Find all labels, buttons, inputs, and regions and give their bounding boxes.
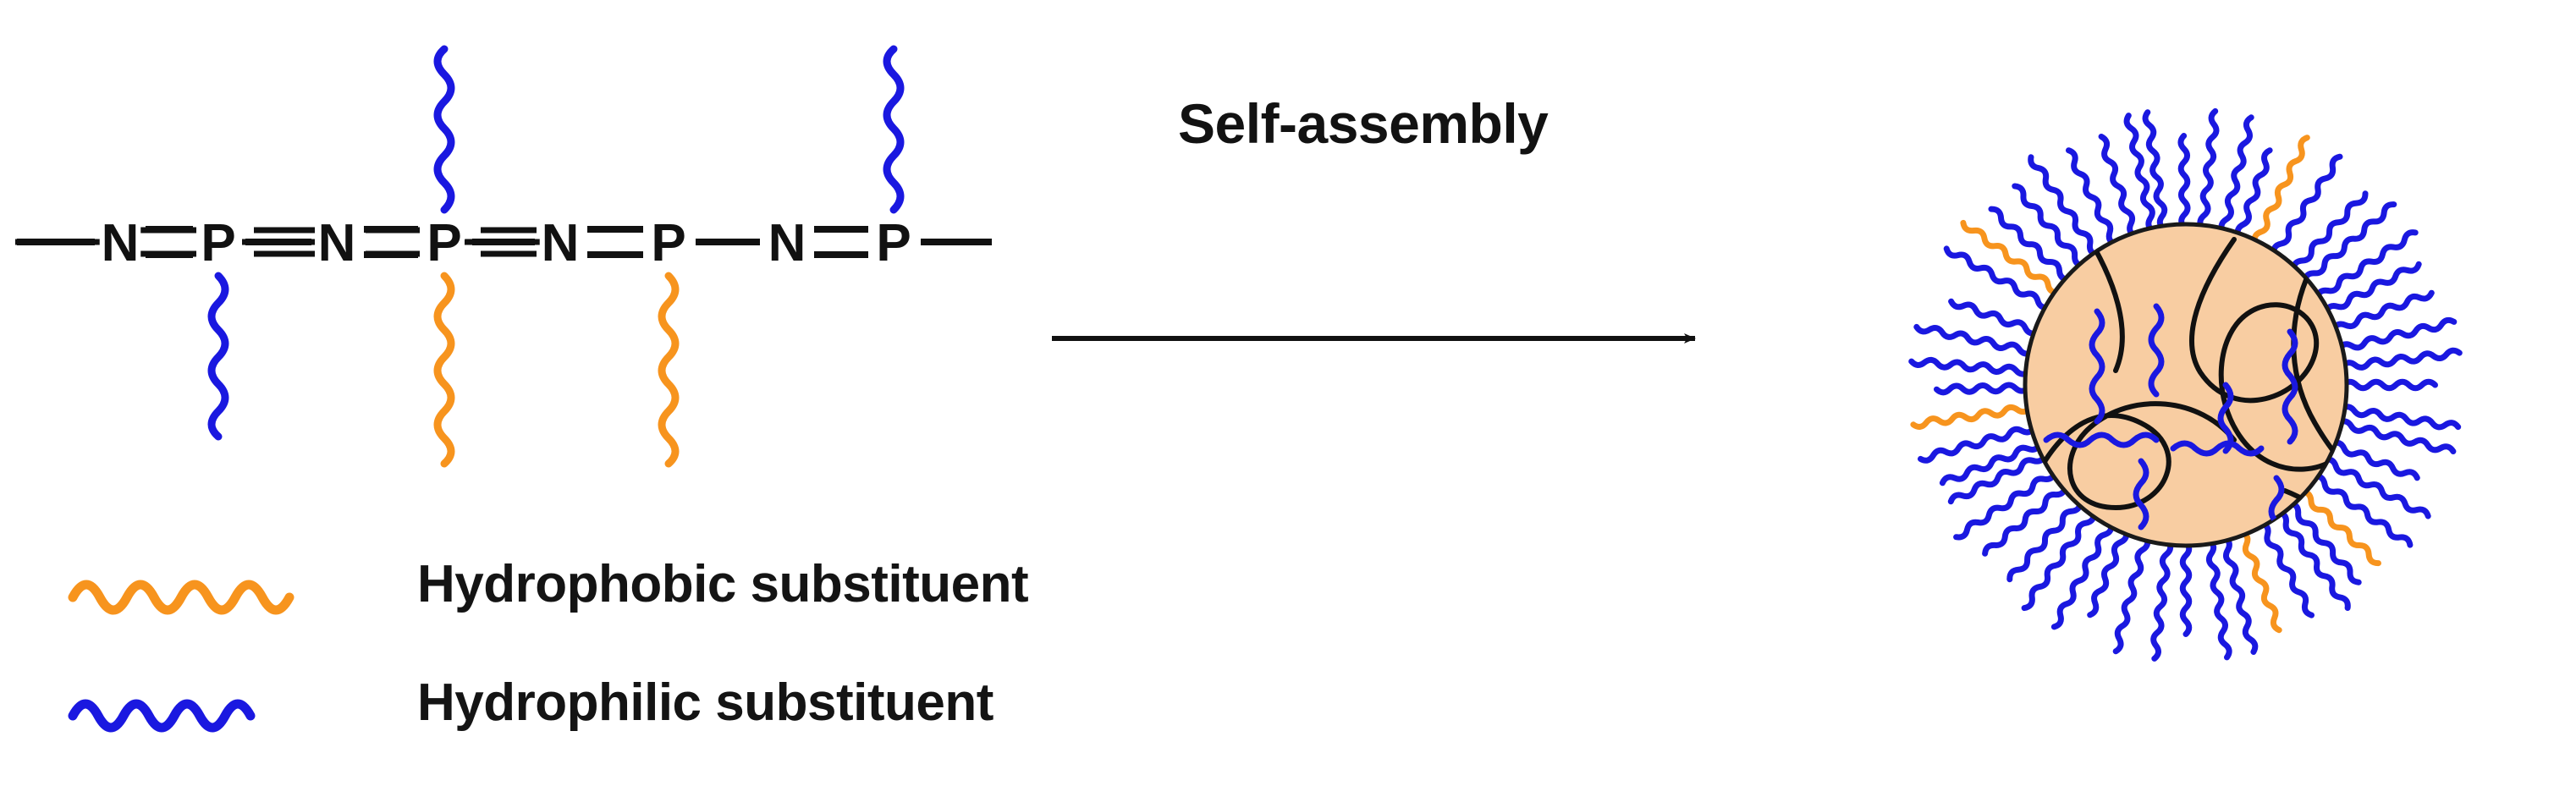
atom-halo: N: [768, 214, 806, 272]
corona-hydrophilic-squiggle: [2012, 183, 2087, 269]
corona-hydrophilic-squiggle: [2050, 519, 2115, 630]
self-assembly-label: Self-assembly: [1178, 92, 1549, 155]
corona-hydrophilic-squiggle: [2150, 538, 2174, 662]
substituent-hydrophobic-p3-down: [658, 272, 680, 468]
substituent-hydrophilic-p4-up: [883, 45, 905, 214]
backbone-atom-labels: N N P P N N P P N N P P N N P P: [96, 209, 916, 278]
corona-hydrophilic-squiggle: [2087, 527, 2130, 618]
corona-hydrophilic-squiggle: [2197, 107, 2220, 232]
corona-hydrophilic-squiggle: [2338, 404, 2462, 431]
atom-n-4: N: [768, 214, 806, 272]
corona-hydrophilic-squiggle: [2205, 537, 2232, 661]
micelle-core-hydrophilic: [2043, 303, 2298, 546]
substituent-hydrophilic-p1-down: [207, 272, 229, 441]
corona-hydrophilic-squiggle: [2234, 147, 2273, 240]
atom-n-3: N: [542, 214, 580, 272]
corona-hydrophilic-squiggle: [2321, 456, 2431, 519]
corona-hydrophilic-squiggle: [2112, 534, 2151, 655]
corona-hydrophilic-squiggle: [1947, 452, 2048, 505]
corona-hydrophilic-squiggle: [2275, 509, 2351, 611]
legend-swatches: [68, 580, 294, 733]
corona-hydrophilic-squiggle: [2066, 147, 2119, 248]
corona-hydrophilic-squiggle: [2290, 190, 2369, 273]
corona-hydrophilic-squiggle: [2177, 133, 2191, 231]
corona-hydrophilic-squiggle: [1908, 356, 2033, 377]
corona-hydrophilic-squiggle: [1939, 441, 2043, 486]
atom-n-2: N: [318, 214, 356, 272]
corona-hydrophilic-squiggle: [2287, 500, 2362, 585]
atom-halo: P: [876, 214, 911, 272]
corona-hydrophilic-squiggle: [1913, 323, 2035, 357]
atom-n-1: N: [102, 214, 140, 272]
corona-hydrophilic-squiggle: [2339, 347, 2463, 371]
atom-p-4: P: [876, 214, 911, 272]
corona-hydrophobic-squiggle: [2251, 135, 2310, 247]
corona-hydrophilic-squiggle: [2021, 509, 2097, 612]
corona-hydrophilic-squiggle: [2006, 498, 2083, 583]
micelle-corona: [1908, 107, 2463, 662]
atom-halo: N: [318, 214, 356, 272]
corona-hydrophilic-squiggle: [2301, 201, 2397, 285]
corona-hydrophilic-squiggle: [2028, 154, 2100, 258]
atom-halo: P: [427, 214, 461, 272]
legend-label-hydrophilic: Hydrophilic substituent: [417, 673, 994, 732]
polymer-backbone: N N P P N N P P N N P P N N P P: [15, 45, 992, 468]
atom-p-1: P: [201, 214, 235, 272]
substituent-hydrophobic-p2-down: [433, 272, 455, 468]
corona-hydrophilic-squiggle: [2314, 229, 2419, 301]
corona-hydrophilic-squiggle: [2336, 418, 2457, 454]
atom-halo: N: [542, 214, 580, 272]
corona-hydrophilic-squiggle: [1918, 424, 2038, 464]
corona-hydrophilic-squiggle: [2142, 109, 2168, 233]
corona-hydrophobic-squiggle: [1910, 404, 2034, 430]
backbone-bond-lines: [17, 226, 992, 258]
corona-hydrophilic-squiggle: [1943, 245, 2052, 311]
corona-hydrophobic-squiggle: [2298, 488, 2381, 567]
corona-hydrophilic-squiggle: [2329, 439, 2420, 481]
atom-halo: N: [102, 214, 140, 272]
corona-hydrophilic-squiggle: [2310, 473, 2414, 548]
corona-hydrophilic-squiggle: [2179, 539, 2193, 637]
corona-hydrophilic-squiggle: [1988, 206, 2072, 283]
corona-hydrophilic-squiggle: [2123, 113, 2156, 234]
corona-hydrophilic-squiggle: [2322, 261, 2422, 316]
corona-hydrophobic-squiggle: [1960, 219, 2062, 296]
atom-p-2: P: [427, 214, 461, 272]
atom-halo: P: [201, 214, 235, 272]
corona-hydrophobic-squiggle: [2238, 529, 2282, 634]
hydrophilic-squiggle-icon: [68, 699, 256, 733]
substituent-hydrophilic-p2-up: [433, 45, 455, 214]
corona-hydrophilic-squiggle: [2098, 134, 2138, 239]
corona-hydrophilic-squiggle: [1934, 382, 2032, 396]
hydrophobic-squiggle-icon: [68, 580, 294, 615]
corona-hydrophilic-squiggle: [1953, 469, 2058, 541]
corona-hydrophilic-squiggle: [2218, 114, 2254, 235]
legend-label-hydrophobic: Hydrophobic substituent: [417, 555, 1029, 613]
chain-substituents: [207, 45, 905, 468]
corona-hydrophilic-squiggle: [2258, 519, 2315, 618]
corona-hydrophilic-squiggle: [1948, 298, 2041, 337]
corona-hydrophilic-squiggle: [2330, 289, 2435, 333]
corona-hydrophilic-squiggle: [2340, 378, 2438, 392]
corona-hydrophilic-squiggle: [2221, 534, 2259, 655]
corona-hydrophilic-squiggle: [2336, 316, 2458, 352]
atom-p-3: P: [651, 214, 685, 272]
micelle-group: [1908, 107, 2463, 662]
atom-halo: P: [651, 214, 685, 272]
corona-hydrophilic-squiggle: [1982, 483, 2068, 557]
corona-hydrophilic-squiggle: [2271, 153, 2343, 258]
